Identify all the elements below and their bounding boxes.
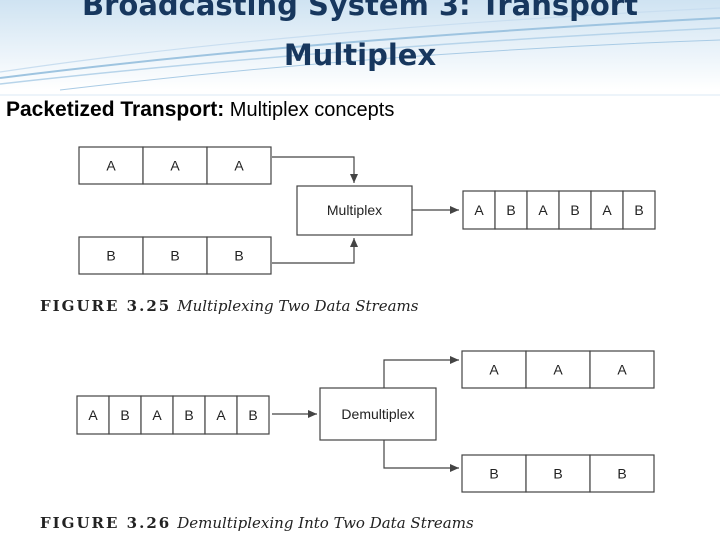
fig326-output-a-cell-label: A (617, 362, 627, 378)
figure-325-caption: FIGURE 3.25 Multiplexing Two Data Streams (40, 296, 418, 315)
fig325-output-cell-label: B (506, 202, 515, 218)
fig326-output-a-cell (525, 350, 591, 389)
fig325-input-b-cell-label: B (234, 248, 243, 264)
fig325-output-cell (558, 190, 592, 230)
fig326-output-b-cell-label: B (553, 466, 562, 482)
fig326-output-a-cell (589, 350, 655, 389)
fig326-output-b-cell (525, 454, 591, 493)
fig326-input-cell-label: B (248, 407, 257, 423)
fig325-input-a-cell-label: A (234, 158, 244, 174)
fig326-input-cell-label: A (88, 407, 98, 423)
arrow-a-to-multiplex (272, 156, 358, 183)
arrow-b-to-multiplex (272, 238, 358, 264)
fig325-output-cell (526, 190, 560, 230)
slide-title-line-1: Broadcasting System 3: Transport (82, 0, 638, 22)
figure-326-caption: FIGURE 3.26 Demultiplexing Into Two Data … (40, 513, 474, 532)
fig325-output-cell-label: A (474, 202, 484, 218)
fig326-input-cell (140, 395, 174, 435)
slide-subtitle: Packetized Transport: Multiplex concepts (6, 98, 394, 122)
slide-title-line-2: Multiplex (283, 38, 437, 72)
fig326-output-a-cell-label: A (489, 362, 499, 378)
multiplex-label: Multiplex (327, 202, 382, 218)
fig325-output-cell (622, 190, 656, 230)
subtitle-bold: Packetized Transport: (6, 98, 225, 121)
fig325-input-b-cell (78, 236, 144, 275)
fig326-output-a-cell-label: A (553, 362, 563, 378)
fig325-input-b-cell-label: B (106, 248, 115, 264)
fig326-input-cell-label: A (152, 407, 162, 423)
fig325-output-cell (590, 190, 624, 230)
fig325-output-cell (494, 190, 528, 230)
fig325-input-a-cell (78, 146, 144, 185)
fig325-output-cell-label: A (538, 202, 548, 218)
fig326-input-cell-label: B (120, 407, 129, 423)
fig325-output-cell-label: A (602, 202, 612, 218)
demultiplex-box (319, 387, 437, 441)
figure-325-caption-text: Multiplexing Two Data Streams (177, 297, 419, 315)
fig325-output-cell-label: B (570, 202, 579, 218)
fig326-input-cell (236, 395, 270, 435)
fig325-input-a-cell (206, 146, 272, 185)
fig325-input-b-cell-label: B (170, 248, 179, 264)
fig326-input-cell (108, 395, 142, 435)
figure-325-caption-label: FIGURE 3.25 (40, 297, 172, 315)
fig325-input-a-cell-label: A (170, 158, 180, 174)
fig325-input-b-cell (142, 236, 208, 275)
arrow-demultiplex-to-a (383, 356, 459, 388)
fig326-output-b-cell (589, 454, 655, 493)
fig326-input-cell-label: A (216, 407, 226, 423)
demultiplex-label: Demultiplex (341, 406, 414, 422)
figure-326-caption-label: FIGURE 3.26 (40, 514, 172, 532)
fig325-input-a-cell (142, 146, 208, 185)
fig326-output-b-cell-label: B (617, 466, 626, 482)
arrow-demultiplex-to-b (383, 440, 459, 472)
subtitle-rest: Multiplex concepts (224, 99, 395, 121)
fig325-input-b-cell (206, 236, 272, 275)
fig326-input-cell-label: B (184, 407, 193, 423)
fig325-output-cell-label: B (634, 202, 643, 218)
fig326-output-b-cell-label: B (489, 466, 498, 482)
figure-326-caption-text: Demultiplexing Into Two Data Streams (177, 514, 474, 532)
multiplex-box (296, 185, 413, 236)
fig325-output-cell (462, 190, 496, 230)
fig325-input-a-cell-label: A (106, 158, 116, 174)
